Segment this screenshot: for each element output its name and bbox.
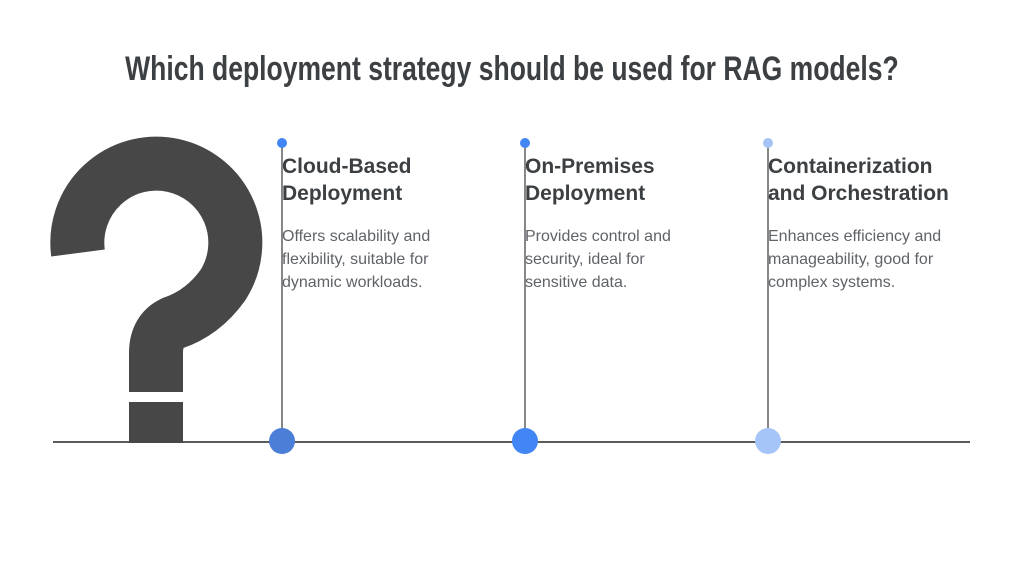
timeline-top-dot (277, 138, 287, 148)
timeline-baseline (53, 441, 970, 443)
deployment-column: Containerization and Orchestration Enhan… (755, 133, 978, 454)
column-description: Provides control and security, ideal for… (525, 228, 671, 291)
column-heading: Cloud-Based Deployment (282, 155, 412, 205)
timeline-top-dot (520, 138, 530, 148)
timeline-vertical-line (524, 147, 526, 441)
timeline-vertical-line (767, 147, 769, 441)
column-heading: On-Premises Deployment (525, 155, 655, 205)
timeline-vertical-line (281, 147, 283, 441)
page-title-row: Which deployment strategy should be used… (0, 50, 1024, 88)
column-description: Enhances efficiency and manageability, g… (768, 228, 942, 291)
page-title: Which deployment strategy should be used… (125, 50, 899, 88)
timeline-bottom-circle (512, 428, 538, 454)
question-mark-icon (50, 136, 263, 443)
deployment-column: On-Premises Deployment Provides control … (512, 133, 735, 454)
deployment-column: Cloud-Based Deployment Offers scalabilit… (269, 133, 492, 454)
timeline-bottom-circle (755, 428, 781, 454)
timeline-bottom-circle (269, 428, 295, 454)
column-description: Offers scalability and flexibility, suit… (282, 228, 431, 291)
timeline-top-dot (763, 138, 773, 148)
column-heading: Containerization and Orchestration (768, 155, 949, 205)
